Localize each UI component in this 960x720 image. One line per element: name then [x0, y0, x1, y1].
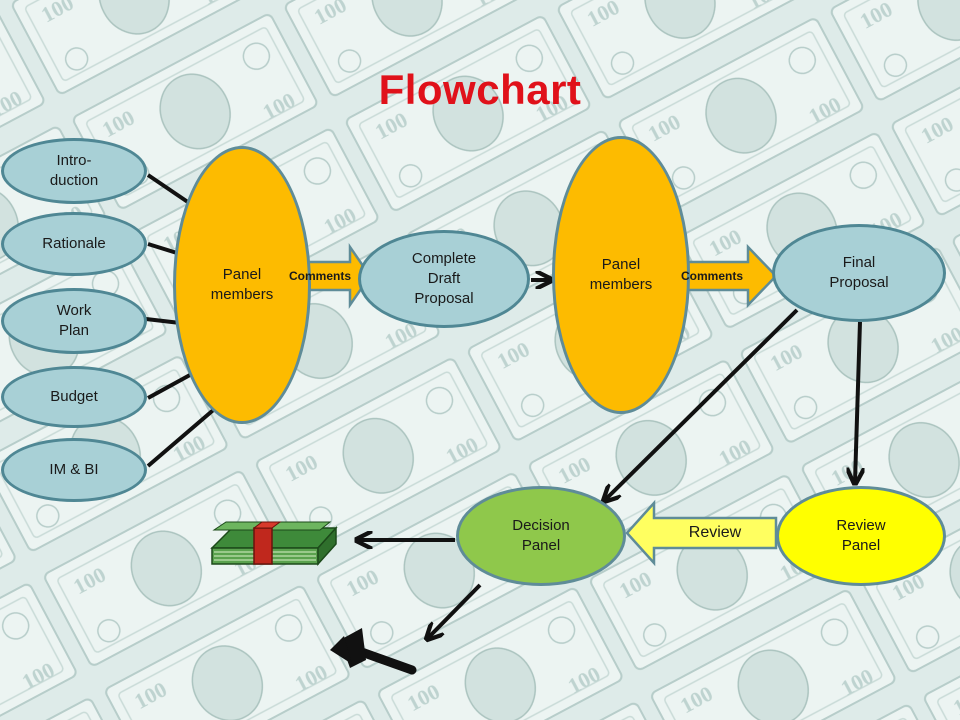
axe-icon	[330, 628, 417, 675]
node-rationale: Rationale	[1, 212, 147, 276]
comments-label-2: Comments	[680, 269, 743, 283]
node-complete-draft-proposal: Complete Draft Proposal	[358, 230, 530, 328]
money-stack-icon	[210, 521, 338, 566]
node-budget: Budget	[1, 366, 147, 428]
arrow-final-to-decision	[605, 308, 799, 500]
arrow-decision-to-axe	[428, 583, 482, 638]
node-decision-panel: Decision Panel	[456, 486, 626, 586]
page-title: Flowchart	[378, 66, 582, 113]
arrow-final-to-review	[855, 321, 860, 482]
review-block-arrow	[625, 499, 778, 567]
review-label: Review	[688, 524, 742, 541]
node-im-bi: IM & BI	[1, 438, 147, 502]
comments-label-1: Comments	[288, 269, 351, 283]
node-review-panel: Review Panel	[776, 486, 946, 586]
node-panel-members-2: Panel members	[552, 136, 690, 414]
node-introduction: Intro- duction	[1, 138, 147, 204]
node-final-proposal: Final Proposal	[772, 224, 946, 322]
node-panel-members-1: Panel members	[173, 146, 311, 424]
node-work-plan: Work Plan	[1, 288, 147, 354]
